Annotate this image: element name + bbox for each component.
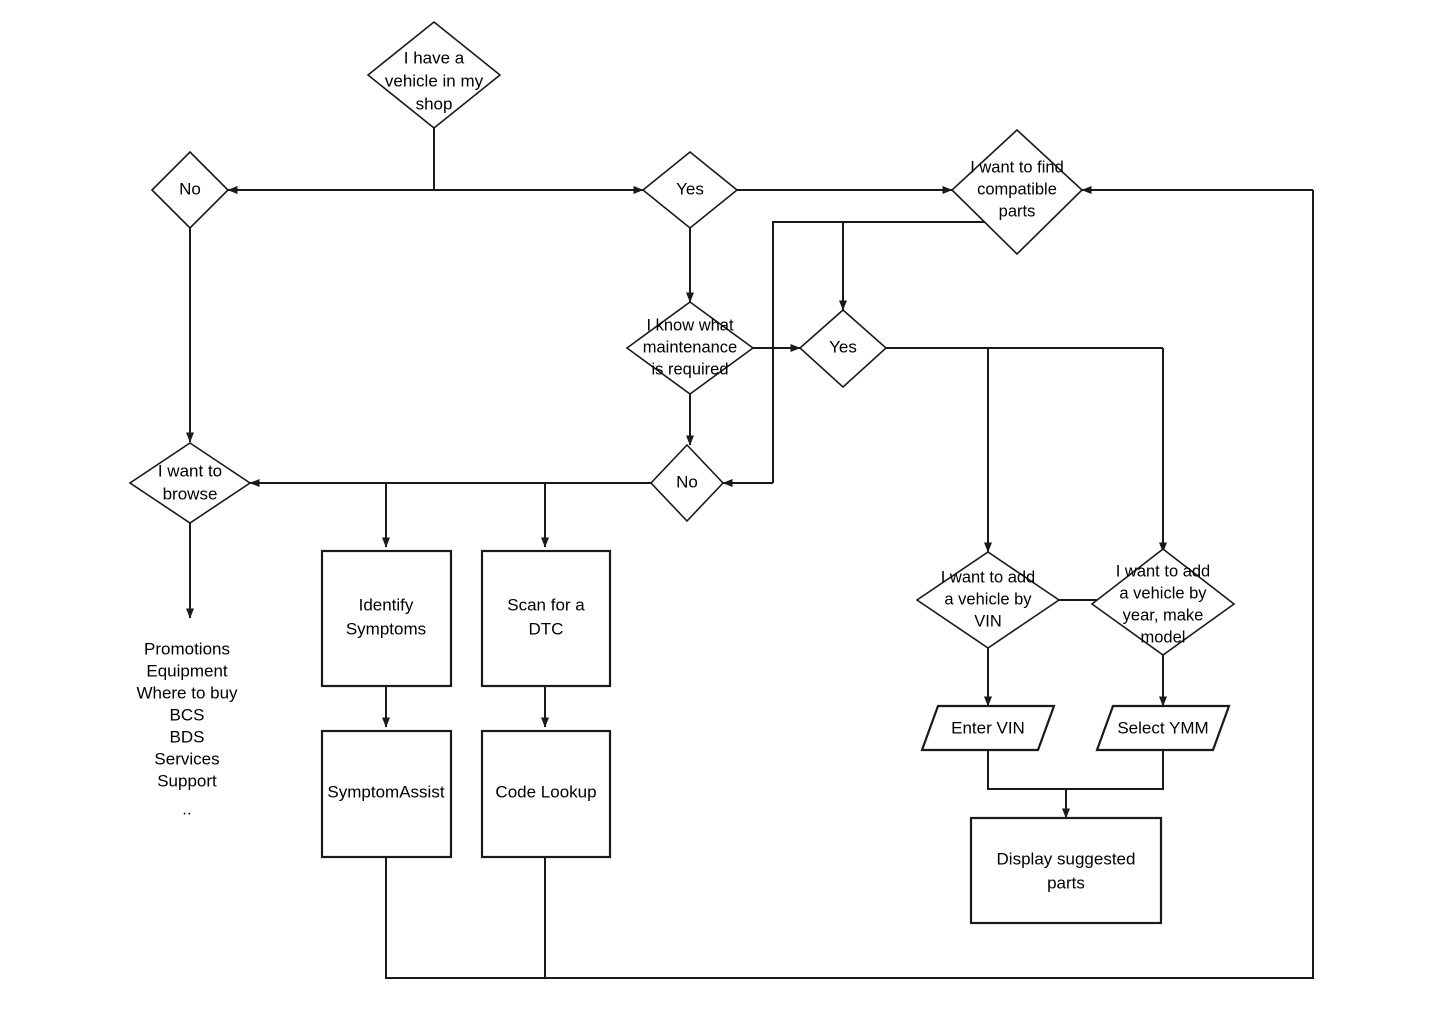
node-display-suggested-parts[interactable] xyxy=(969,816,1163,925)
node-no-mid-label: No xyxy=(676,472,698,491)
node-start-line3: shop xyxy=(416,94,453,113)
node-scan-dtc[interactable] xyxy=(480,549,612,688)
node-add-vin-line1: I want to add xyxy=(941,568,1035,586)
node-select-ymm-label: Select YMM xyxy=(1117,718,1208,737)
connector-findparts-left-down xyxy=(772,221,985,483)
node-display-parts-line2: parts xyxy=(1047,873,1085,892)
node-enter-vin[interactable] xyxy=(920,704,1056,752)
node-no-top-label: No xyxy=(179,179,201,198)
node-symptom-assist[interactable] xyxy=(320,729,453,859)
browse-list-item-0: Promotions xyxy=(144,639,230,658)
node-yes-mid-label: Yes xyxy=(829,337,857,356)
node-yes-mid[interactable] xyxy=(798,308,888,389)
node-find-parts-line3: parts xyxy=(999,202,1036,220)
node-identify-symptoms[interactable] xyxy=(320,549,453,688)
node-yes-top[interactable] xyxy=(641,150,739,230)
node-know-maintenance-line2: maintenance xyxy=(643,338,737,356)
node-select-ymm[interactable] xyxy=(1095,704,1231,752)
node-enter-vin-label: Enter VIN xyxy=(951,718,1025,737)
node-know-maintenance[interactable] xyxy=(625,301,755,395)
node-add-vin-line2: a vehicle by xyxy=(944,590,1032,608)
node-yes-top-label: Yes xyxy=(676,179,704,198)
node-add-ymm-line2: a vehicle by xyxy=(1119,584,1207,602)
node-scan-dtc-line2: DTC xyxy=(529,619,564,638)
node-identify-symptoms-line1: Identify xyxy=(359,595,414,614)
node-scan-dtc-line1: Scan for a xyxy=(507,595,585,614)
node-add-ymm-line4: model xyxy=(1141,628,1186,646)
node-add-ymm-line3: year, make xyxy=(1123,606,1204,624)
browse-list-item-6: Support xyxy=(157,771,217,790)
browse-list-item-2: Where to buy xyxy=(136,683,238,702)
browse-list-item-3: BCS xyxy=(170,705,205,724)
node-no-top[interactable] xyxy=(150,150,230,230)
browse-list-item-1: Equipment xyxy=(146,661,228,680)
node-find-parts-line2: compatible xyxy=(977,180,1057,198)
node-add-ymm-line1: I want to add xyxy=(1116,562,1210,580)
node-add-vin-line3: VIN xyxy=(974,612,1002,630)
node-find-compatible-parts[interactable] xyxy=(950,128,1084,256)
node-code-lookup[interactable] xyxy=(480,729,612,859)
browse-list-item-7: .. xyxy=(182,799,191,818)
node-find-parts-line1: I want to find xyxy=(970,158,1064,176)
connector-feedback-bottom xyxy=(385,190,1314,979)
node-browse-line1: I want to xyxy=(158,461,222,480)
node-browse[interactable] xyxy=(128,442,252,524)
node-code-lookup-label: Code Lookup xyxy=(495,782,596,801)
node-display-parts-line1: Display suggested xyxy=(997,849,1136,868)
connector-selectymm-to-display xyxy=(1066,750,1164,790)
node-identify-symptoms-line2: Symptoms xyxy=(346,619,426,638)
node-symptom-assist-label: SymptomAssist xyxy=(327,782,444,801)
node-start-line1: I have a xyxy=(404,48,465,67)
node-add-vehicle-vin[interactable] xyxy=(915,551,1061,649)
node-know-maintenance-line1: I know what xyxy=(646,316,734,334)
node-start[interactable] xyxy=(366,20,502,130)
node-start-line2: vehicle in my xyxy=(385,71,484,90)
connector-entervin-to-display xyxy=(987,750,1067,818)
browse-list-item-5: Services xyxy=(154,749,219,768)
node-add-vehicle-ymm[interactable] xyxy=(1090,547,1236,656)
browse-list-item-4: BDS xyxy=(170,727,205,746)
node-browse-line2: browse xyxy=(163,484,218,503)
node-no-mid[interactable] xyxy=(649,443,725,523)
node-know-maintenance-line3: is required xyxy=(651,360,728,378)
